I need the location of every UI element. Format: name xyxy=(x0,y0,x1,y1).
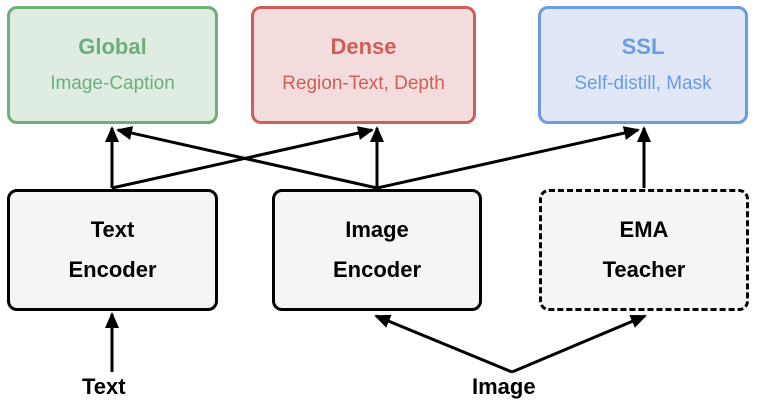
text-encoder-label-line2: Encoder xyxy=(68,257,157,282)
image-input-label: Image xyxy=(472,374,536,399)
ema-teacher-label-line1: EMA xyxy=(619,217,669,242)
dense-head-subtitle: Region-Text, Depth xyxy=(282,73,445,94)
ssl-head-box: SSL Self-distill, Mask xyxy=(538,6,748,124)
dense-head-title: Dense xyxy=(330,34,397,59)
edge-text-encoder-to-dense xyxy=(111,126,374,190)
text-encoder-box: Text Encoder xyxy=(7,189,218,311)
dense-head-box: Dense Region-Text, Depth xyxy=(251,6,476,124)
image-encoder-label-line1: Image xyxy=(345,217,409,242)
global-head-box: Global Image-Caption xyxy=(7,6,218,124)
ema-teacher-box: EMA Teacher xyxy=(539,189,749,311)
edge-image-input-to-ema xyxy=(511,314,647,374)
global-head-title: Global xyxy=(78,34,147,59)
edge-image-encoder-to-global xyxy=(116,126,378,190)
text-input-label: Text xyxy=(82,374,126,399)
ema-teacher-label-line2: Teacher xyxy=(602,257,686,282)
image-encoder-box: Image Encoder xyxy=(272,189,482,311)
edge-image-input-to-image-encoder xyxy=(374,314,513,374)
global-head-subtitle: Image-Caption xyxy=(50,73,175,94)
ssl-head-title: SSL xyxy=(621,34,665,59)
ssl-head-subtitle: Self-distill, Mask xyxy=(574,73,712,94)
image-encoder-label-line2: Encoder xyxy=(332,257,422,282)
text-encoder-label-line1: Text xyxy=(90,217,135,242)
edge-image-encoder-to-ssl xyxy=(376,126,640,190)
